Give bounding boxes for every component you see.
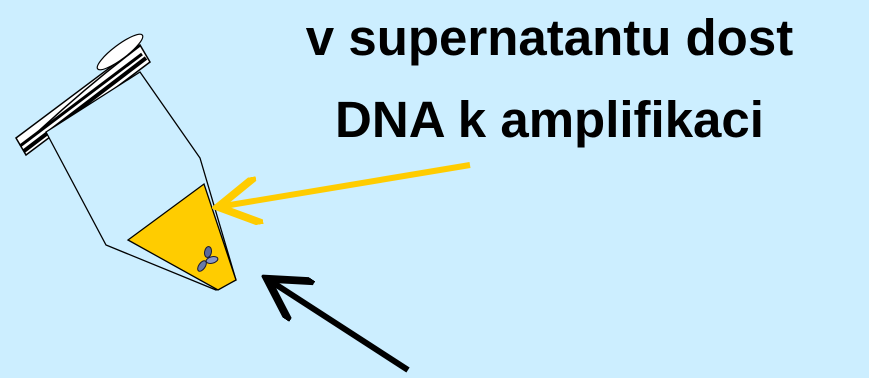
yellow-arrow-icon bbox=[224, 162, 471, 206]
black-arrow-icon bbox=[272, 282, 410, 373]
tube-lid bbox=[15, 33, 151, 157]
caption-line-2: DNA k amplifikaci bbox=[335, 91, 764, 148]
pellet-icon bbox=[197, 246, 219, 272]
tube-icon bbox=[15, 33, 237, 291]
caption-line-1: v supernatantu dost bbox=[305, 9, 794, 66]
